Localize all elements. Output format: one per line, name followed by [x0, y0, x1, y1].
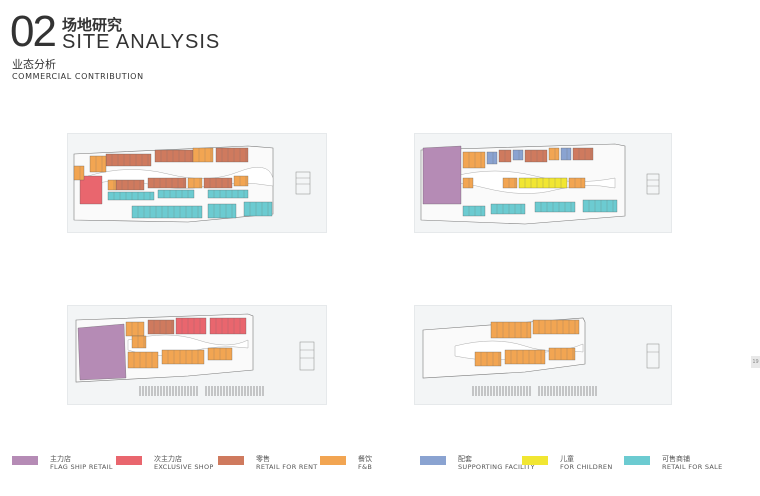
plan-zone-retail — [203, 177, 233, 189]
plan-zone-fb — [548, 147, 560, 161]
plan-zone-fb — [548, 347, 576, 361]
plan-zone-fb — [192, 147, 214, 163]
legend-label-cn: 可售商铺 — [662, 455, 690, 463]
plan-zone-retail — [572, 147, 594, 161]
plan-zone-supporting — [486, 151, 498, 165]
legend-label-en: FLAG SHIP RETAIL — [50, 463, 113, 471]
plan-zone-fb — [187, 177, 203, 189]
legend-swatch — [116, 456, 142, 465]
plan-zone-fb — [462, 177, 474, 189]
legend-swatch — [218, 456, 244, 465]
plan-zone-retail — [524, 149, 548, 163]
plan-zone-fb — [462, 151, 486, 169]
plan-zone-fb — [127, 351, 159, 369]
section-title-en: SITE ANALYSIS — [62, 31, 221, 53]
plan-zone-retail — [215, 147, 249, 163]
floor-plan-3 — [67, 305, 327, 405]
legend-label-en: EXCLUSIVE SHOP — [154, 463, 214, 471]
floor-plan-2 — [414, 133, 672, 233]
legend-label-cn: 主力店 — [50, 455, 71, 463]
plan-zone-fb — [131, 335, 147, 349]
plan-zone-sale — [131, 205, 203, 219]
legend-swatch — [522, 456, 548, 465]
page-header: 02 场地研究 SITE ANALYSIS 业态分析 COMMERCIAL CO… — [10, 8, 430, 88]
plan-zone-retail — [147, 177, 187, 189]
legend-swatch — [420, 456, 446, 465]
legend-label-cn: 配套 — [458, 455, 472, 463]
legend-label-en: RETAIL FOR RENT — [256, 463, 318, 471]
plan-zone-sale — [207, 203, 237, 219]
plan-zone-sale — [490, 203, 526, 215]
legend-swatch — [624, 456, 650, 465]
plan-zone-supporting — [512, 149, 524, 161]
legend-label-cn: 次主力店 — [154, 455, 182, 463]
plan-zone-retail — [154, 149, 194, 163]
legend-label-en: FOR CHILDREN — [560, 463, 613, 471]
legend-label-en: SUPPORTING FACILITY — [458, 463, 535, 471]
plan-zone-fb — [125, 321, 145, 337]
plan-zone-fb — [161, 349, 205, 365]
plan-zone-fb — [233, 175, 249, 187]
plan-zone-fb — [502, 177, 518, 189]
plan-zone-exclusive — [79, 175, 103, 205]
plan-zone-fb — [474, 351, 502, 367]
legend-label-en: F&B — [358, 463, 373, 471]
plan-zone-sale — [243, 201, 273, 217]
floor-plan-4 — [414, 305, 672, 405]
plan-zone-fb — [568, 177, 586, 189]
plan-zone-fb — [73, 165, 85, 181]
legend-swatch — [12, 456, 38, 465]
plan-zone-sale — [582, 199, 618, 213]
legend-label-en: RETAIL FOR SALE — [662, 463, 723, 471]
plan-zone-exclusive — [175, 317, 207, 335]
plan-zone-supporting — [560, 147, 572, 161]
plan-zone-sale — [462, 205, 486, 217]
plan-zone-flagship — [77, 323, 127, 381]
plan-zone-retail — [147, 319, 175, 335]
page-number: 02 — [10, 7, 57, 56]
page-side-tag: 19 — [751, 356, 760, 368]
plan-zone-sale — [207, 189, 249, 199]
plan-zone-retail — [115, 179, 145, 191]
plan-zone-retail — [105, 153, 152, 167]
subtitle-cn: 业态分析 — [12, 58, 56, 71]
legend-label-cn: 儿童 — [560, 455, 574, 463]
legend-label-cn: 餐饮 — [358, 455, 372, 463]
plan-zone-fb — [89, 155, 107, 173]
floor-plan-1 — [67, 133, 327, 233]
section-title-cn: 场地研究 — [62, 16, 123, 34]
subtitle-en: COMMERCIAL CONTRIBUTION — [12, 72, 144, 81]
plan-zone-fb — [107, 179, 117, 191]
plan-zone-fb — [532, 319, 580, 335]
legend-swatch — [320, 456, 346, 465]
plan-zone-sale — [107, 191, 155, 201]
plan-zone-sale — [534, 201, 576, 213]
plan-zone-flagship — [422, 145, 462, 205]
legend-label-cn: 零售 — [256, 455, 270, 463]
